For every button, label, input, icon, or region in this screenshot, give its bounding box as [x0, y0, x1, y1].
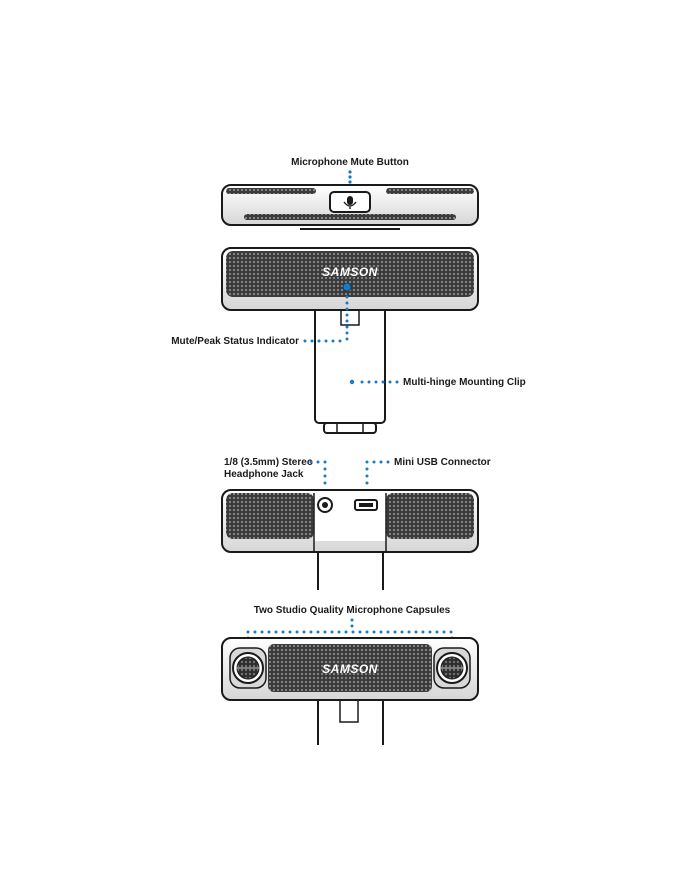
- label-usb-connector: Mini USB Connector: [394, 457, 491, 468]
- microphone-capsule-icon: [229, 647, 267, 689]
- status-led: [342, 282, 352, 292]
- grille-back-right: [386, 493, 474, 539]
- back-view: 1/8 (3.5mm) Stereo Headphone Jack Mini U…: [221, 457, 491, 590]
- label-mounting-clip: Multi-hinge Mounting Clip: [403, 377, 526, 388]
- label-headphone-jack-line2: Headphone Jack: [224, 469, 304, 480]
- grille-back-left: [226, 493, 314, 539]
- clip-foot: [323, 422, 377, 434]
- clip-stub: [339, 699, 359, 723]
- label-mute-button: Microphone Mute Button: [291, 157, 409, 168]
- label-capsules: Two Studio Quality Microphone Capsules: [254, 605, 451, 616]
- leader-headphone-jack: [309, 460, 327, 485]
- leader-usb-connector: [365, 460, 390, 485]
- leader-mute-button: [348, 170, 352, 184]
- headphone-jack-icon[interactable]: [317, 497, 333, 513]
- grille-top-left: [226, 188, 316, 194]
- label-status-indicator: Mute/Peak Status Indicator: [171, 336, 299, 347]
- mini-usb-port-icon[interactable]: [354, 499, 378, 511]
- leader-mounting-clip: [349, 379, 399, 385]
- top-view: Microphone Mute Button: [221, 157, 479, 230]
- label-headphone-jack-line1: 1/8 (3.5mm) Stereo: [224, 457, 313, 468]
- grille-top-right: [386, 188, 474, 194]
- grille-top-band: [244, 214, 456, 220]
- grille-capsules-center: [268, 644, 432, 692]
- microphone-capsule-icon: [433, 647, 471, 689]
- brand-logo-capsules: SAMSON: [322, 662, 378, 676]
- grille-front: [226, 251, 474, 297]
- front-view: SAMSON Mute/Peak Status Indicator: [171, 247, 526, 434]
- leader-status-indicator: [303, 295, 349, 343]
- microphone-mute-icon: [343, 196, 357, 209]
- capsule-view: Two Studio Quality Microphone Capsules S…: [221, 605, 479, 745]
- brand-logo-front: SAMSON: [322, 265, 378, 279]
